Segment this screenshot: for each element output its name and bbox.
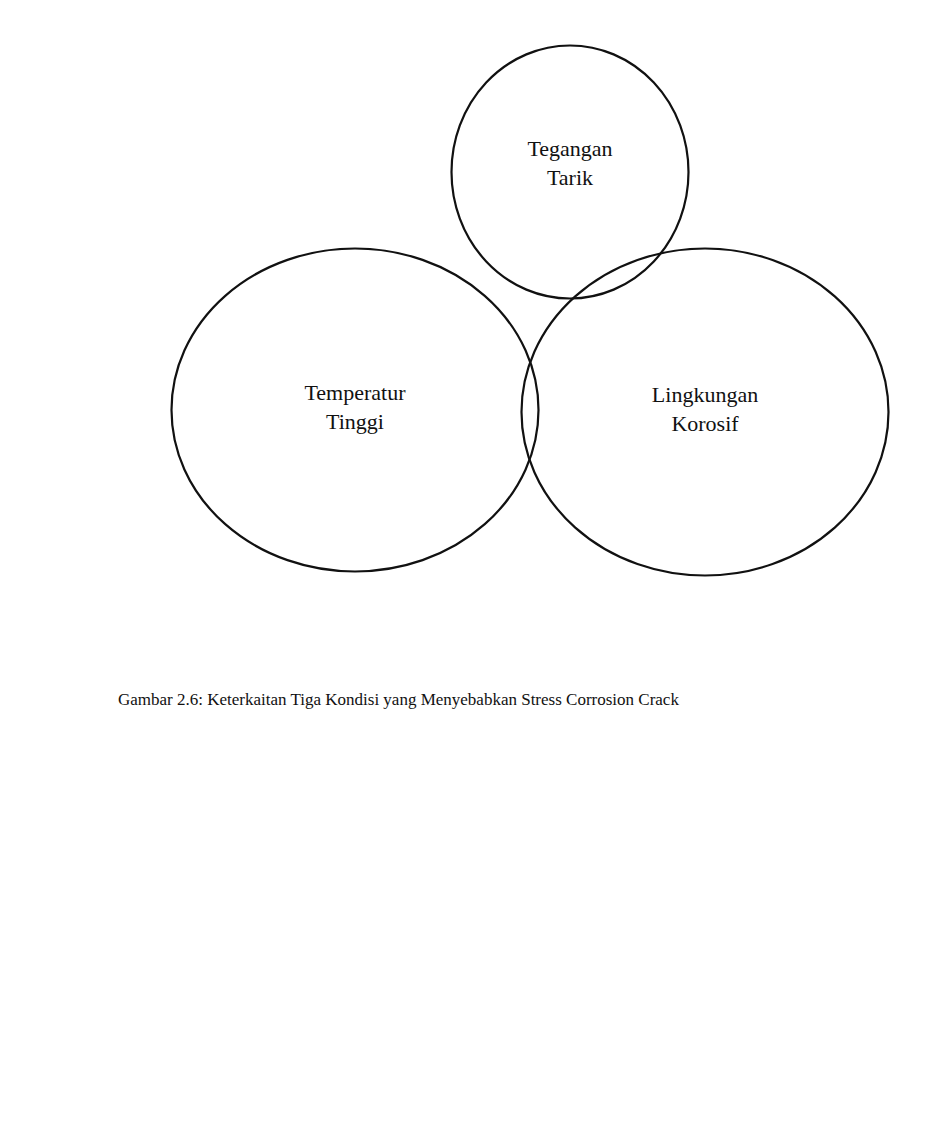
circle-line	[452, 46, 689, 299]
condition-label: Lingkungan Korosif	[652, 381, 758, 438]
condition-circle: Temperatur Tinggi	[170, 247, 540, 573]
condition-label: Temperatur Tinggi	[304, 379, 405, 436]
circle-line	[522, 249, 889, 576]
circle-line	[172, 249, 539, 572]
figure-caption: Gambar 2.6: Keterkaitan Tiga Kondisi yan…	[118, 690, 679, 710]
condition-circle: Lingkungan Korosif	[520, 247, 890, 577]
condition-circle: Tegangan Tarik	[450, 44, 690, 300]
condition-label: Tegangan Tarik	[527, 135, 612, 192]
